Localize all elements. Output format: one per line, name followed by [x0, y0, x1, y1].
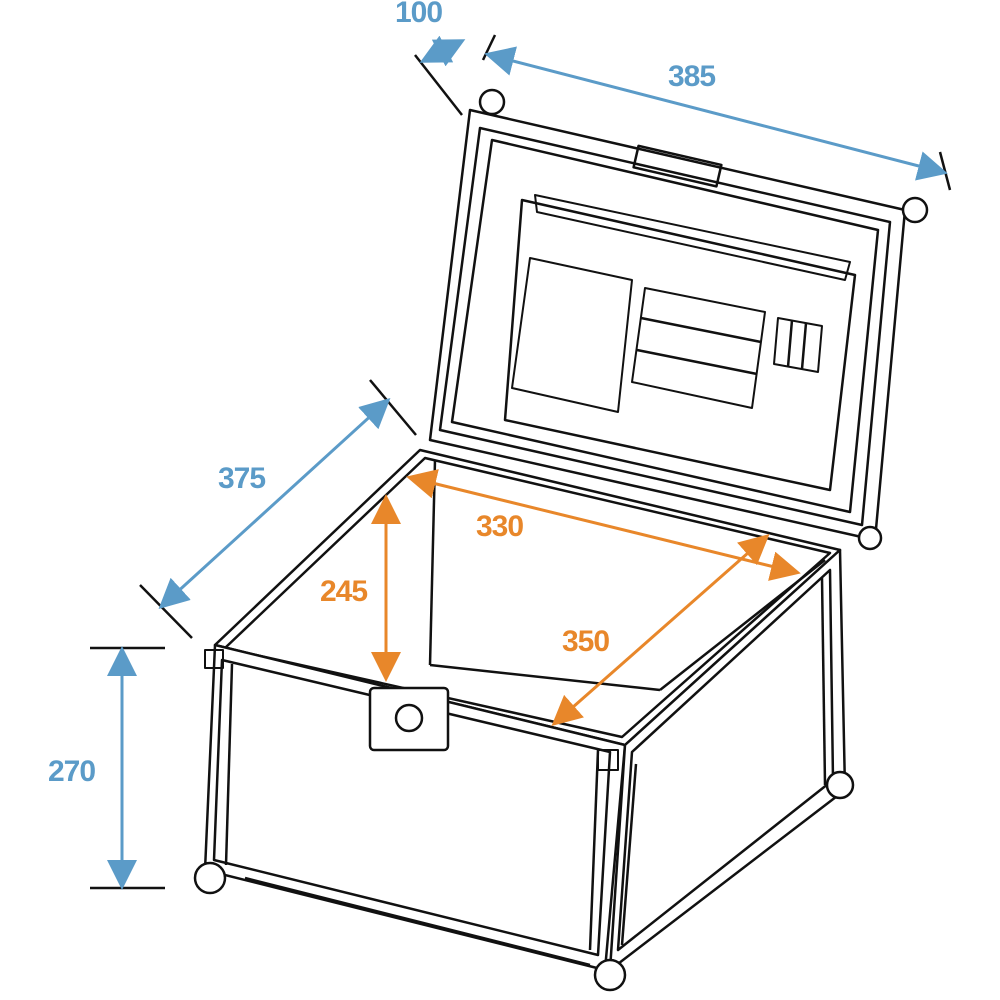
- case-lid: [428, 88, 929, 551]
- label-height: 270: [48, 755, 96, 788]
- dimension-line-depth: [158, 397, 391, 610]
- label-lid-depth: 100: [395, 0, 443, 29]
- dimension-line-width: [484, 46, 948, 181]
- dimension-line-inner-depth: [551, 534, 770, 726]
- label-depth: 375: [218, 462, 266, 495]
- label-inner-height: 245: [320, 575, 368, 608]
- label-width: 385: [668, 60, 716, 93]
- label-inner-width: 330: [476, 510, 524, 543]
- dimension-line-lid-depth: [419, 35, 466, 67]
- label-inner-depth: 350: [562, 625, 610, 658]
- case-body: [193, 448, 855, 992]
